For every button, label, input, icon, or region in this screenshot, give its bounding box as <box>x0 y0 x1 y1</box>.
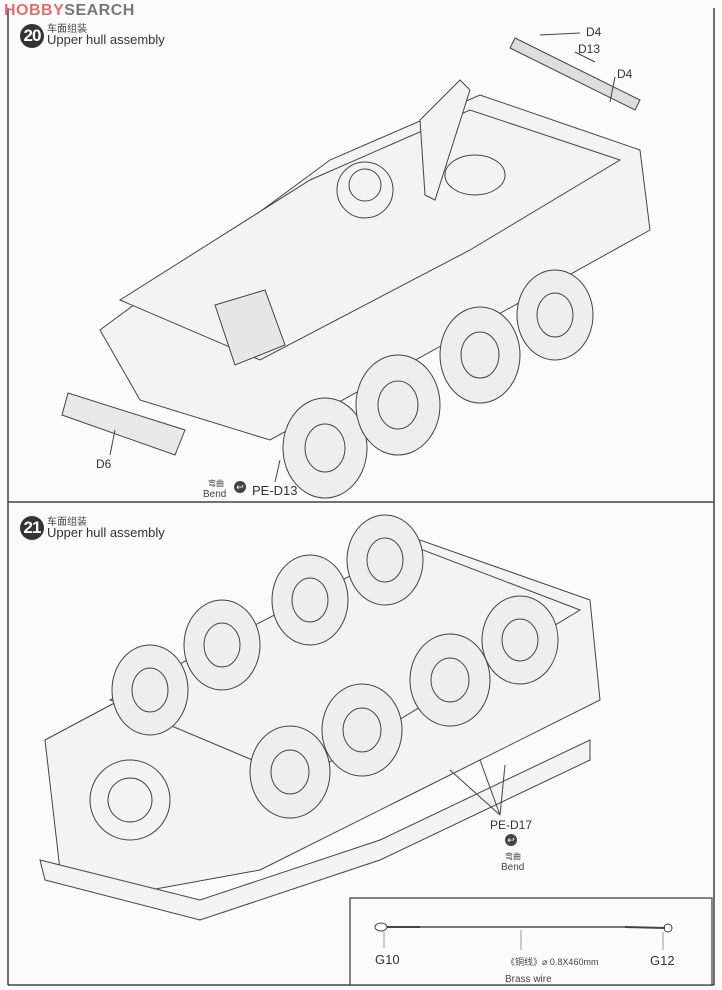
part-label-pe-d17: PE-D17 <box>490 818 533 832</box>
part-label-d4: D4 <box>617 67 633 81</box>
part-label-d13: D13 <box>578 42 601 56</box>
bend-label-cn: 弯曲 <box>505 852 521 861</box>
part-label-d6: D6 <box>96 457 112 471</box>
lower-hull-drawing <box>39 539 601 921</box>
step-21-title-en: Upper hull assembly <box>47 525 165 540</box>
wire-spec: 《铜线》⌀ 0.8X460mm <box>506 957 599 967</box>
watermark-part1: HOBBY <box>4 2 65 19</box>
part-label-g10: G10 <box>375 952 400 967</box>
part-label-pe-d13: PE-D13 <box>252 483 298 498</box>
bend-label: Bend <box>203 489 227 500</box>
watermark-logo: HOBBYSEARCH <box>4 2 135 20</box>
wheels-step20 <box>282 269 594 499</box>
step-21-number: 21 <box>20 516 44 540</box>
wheels-step21 <box>111 514 559 819</box>
bend-label-cn: 弯曲 <box>208 479 224 488</box>
bend-icon: ↩ <box>505 834 517 846</box>
part-label-g12: G12 <box>650 953 675 968</box>
watermark-part2: SEARCH <box>64 2 135 19</box>
step-21-title-cn: 车面组装 <box>47 517 87 528</box>
upper-hull-drawing <box>61 37 651 456</box>
wire-name: Brass wire <box>505 974 552 985</box>
step-20-title-en: Upper hull assembly <box>47 32 165 47</box>
step-20-number: 20 <box>20 24 44 48</box>
bend-label: Bend <box>501 862 525 873</box>
part-label-d4: D4 <box>586 25 602 39</box>
step-20-title-cn: 车面组装 <box>47 24 87 35</box>
bend-icon: ↩ <box>234 481 246 493</box>
